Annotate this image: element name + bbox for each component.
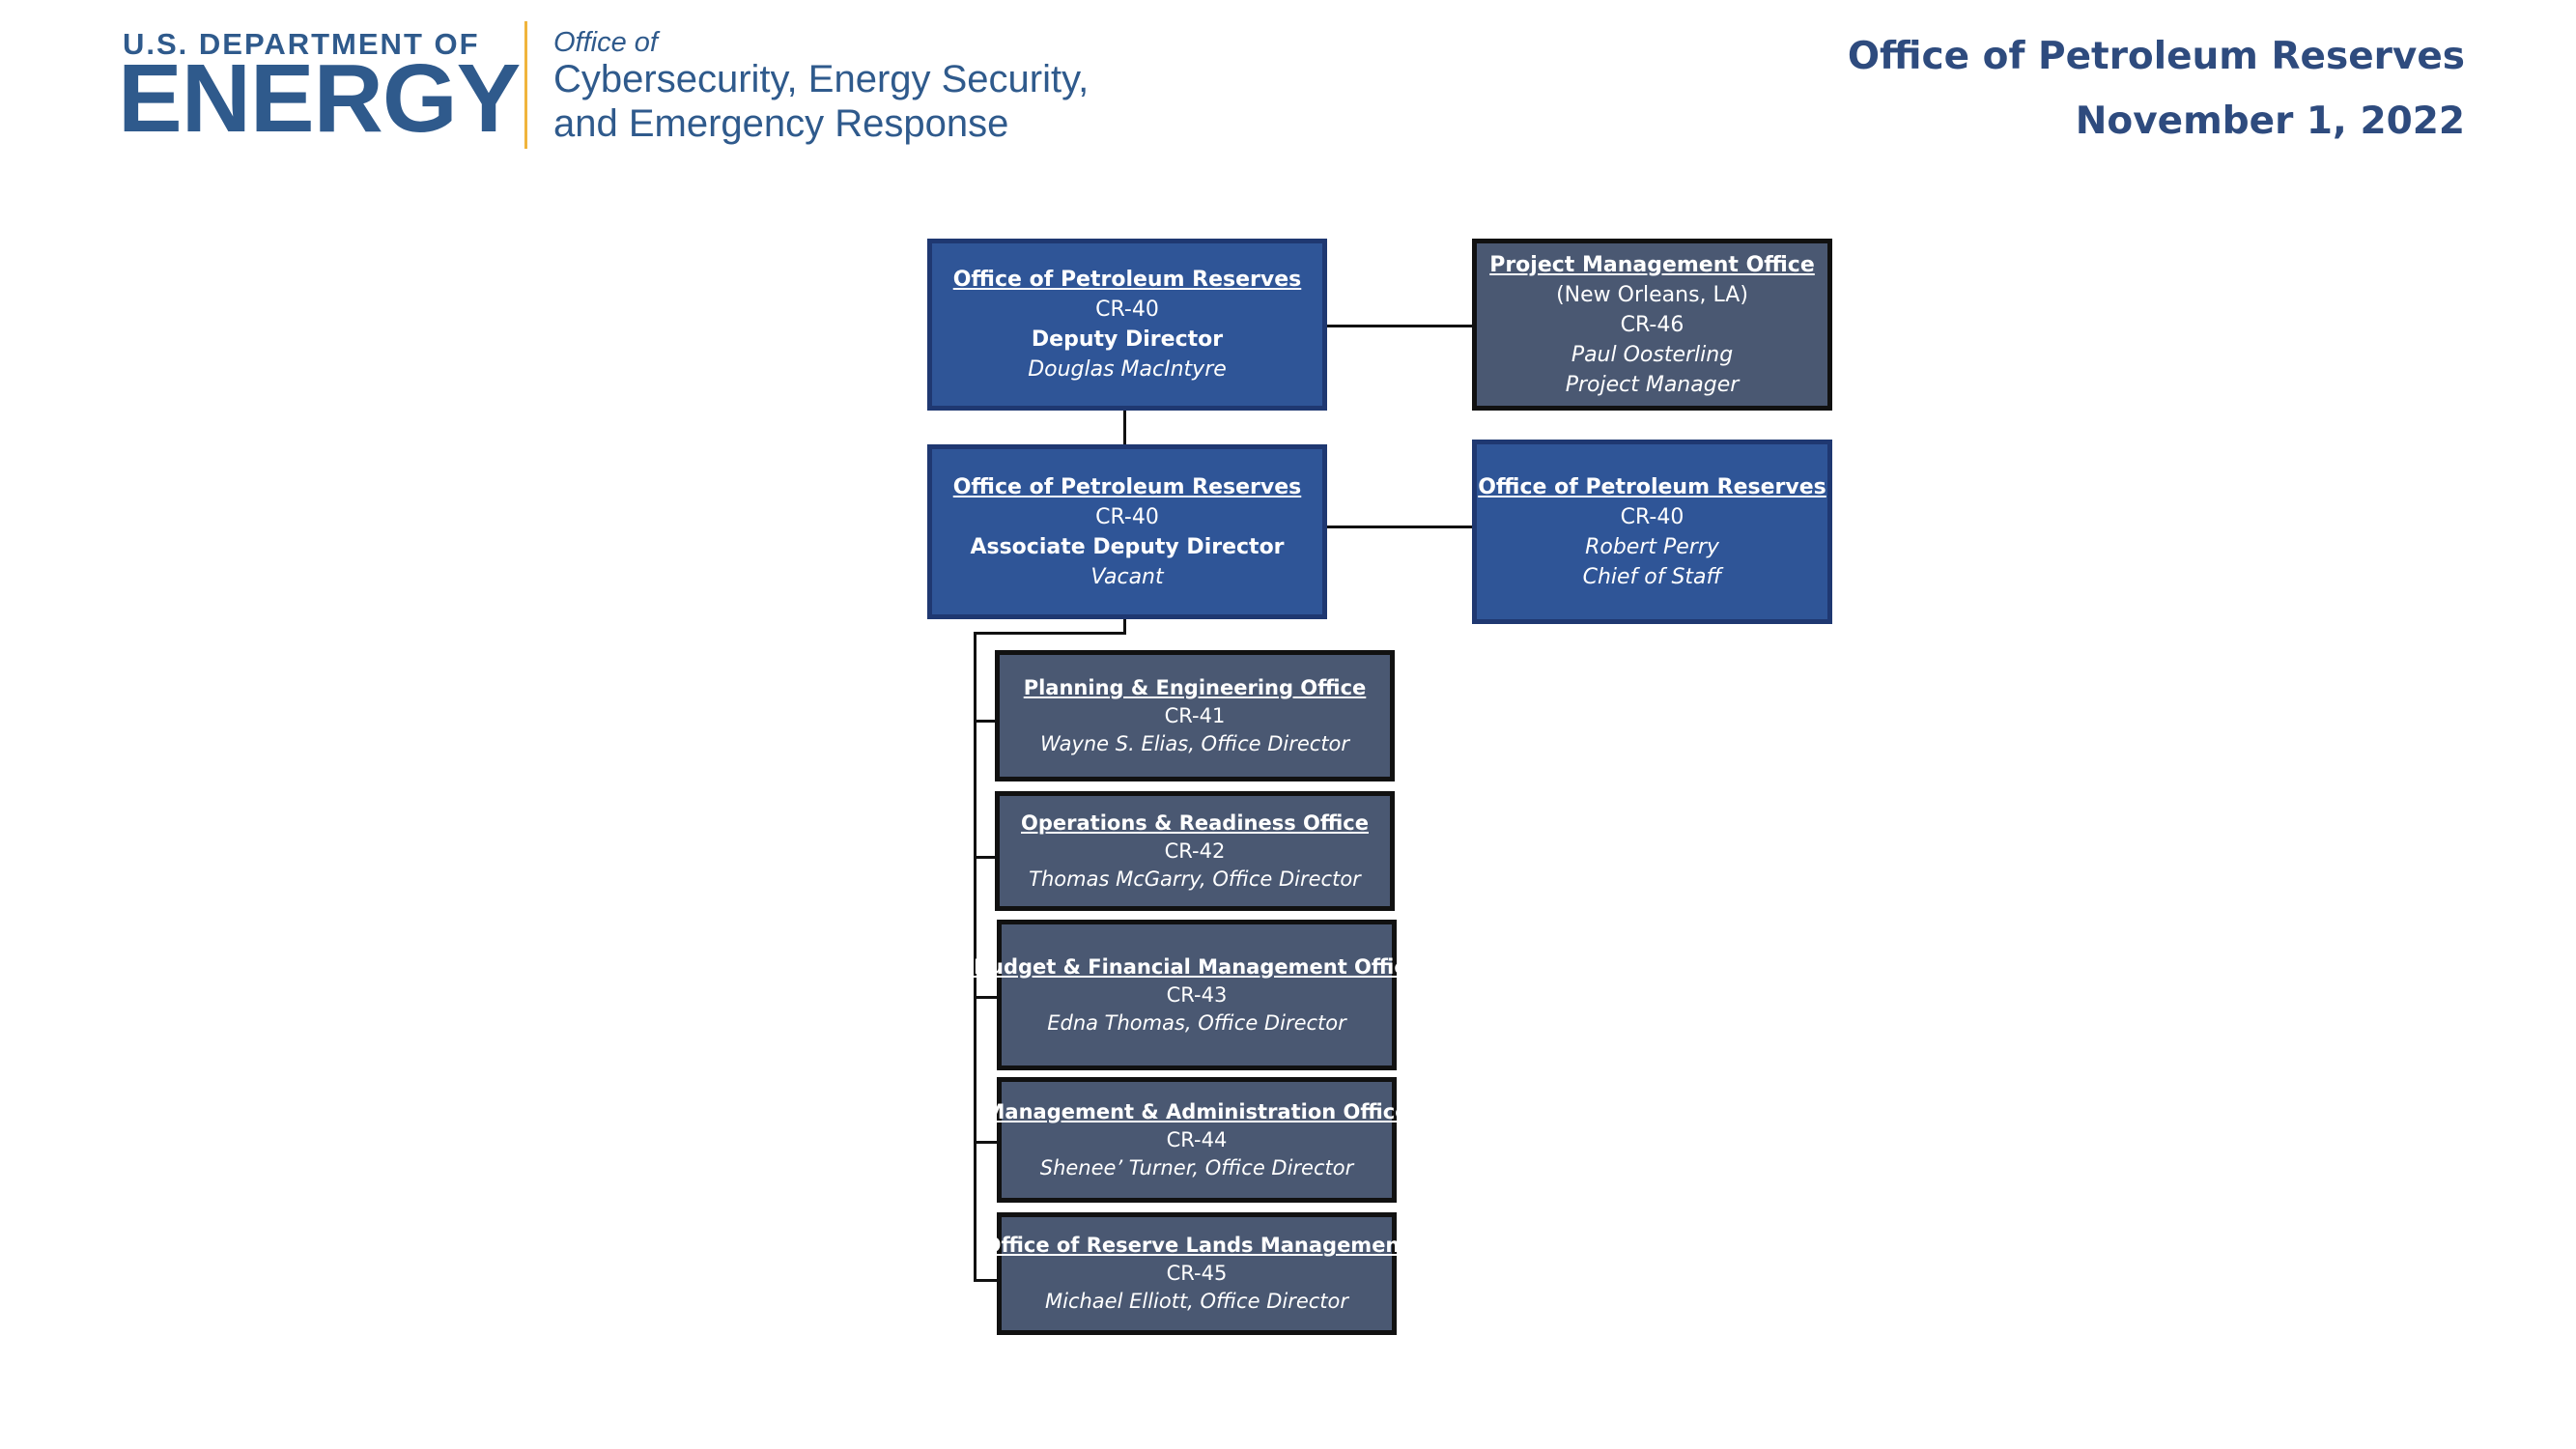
pmo-role: Project Manager: [1565, 372, 1740, 397]
org-box-project-management-office: Project Management Office (New Orleans, …: [1472, 239, 1832, 411]
associate-office-code: CR-40: [1095, 504, 1159, 529]
page-title: Office of Petroleum Reserves: [1847, 35, 2465, 78]
pmo-location: (New Orleans, LA): [1556, 282, 1748, 307]
office-name: Planning & Engineering Office: [1023, 675, 1367, 699]
org-box-office-cr-43: Budget & Financial Management Office CR-…: [974, 920, 1420, 1070]
org-box-office-cr-41: Planning & Engineering Office CR-41 Wayn…: [995, 650, 1395, 781]
connector-associate-to-chief-of-staff: [1327, 526, 1472, 528]
associate-role: Associate Deputy Director: [970, 534, 1285, 559]
chief-of-staff-person: Robert Perry: [1585, 534, 1719, 559]
pmo-person: Paul Oosterling: [1571, 342, 1734, 367]
pmo-name: Project Management Office: [1489, 252, 1815, 277]
pmo-code: CR-46: [1620, 312, 1684, 337]
connector-trunk-to-office-4: [974, 1141, 999, 1144]
office-code: CR-41: [1164, 703, 1226, 727]
office-director: Thomas McGarry, Office Director: [1029, 867, 1361, 891]
org-box-office-cr-45: Office of Reserve Lands Management CR-45…: [984, 1212, 1409, 1335]
office-director: Michael Elliott, Office Director: [1044, 1290, 1349, 1313]
logo-department-text: U.S. DEPARTMENT OF: [123, 27, 480, 61]
office-name: Operations & Readiness Office: [1021, 810, 1369, 835]
connector-deputy-to-pmo: [1327, 325, 1472, 327]
office-director: Wayne S. Elias, Office Director: [1039, 731, 1350, 755]
logo-office-line-1: Cybersecurity, Energy Security,: [553, 58, 1090, 100]
deputy-person: Douglas MacIntyre: [1028, 357, 1227, 382]
office-director: Edna Thomas, Office Director: [1047, 1010, 1346, 1035]
deputy-office-name: Office of Petroleum Reserves: [952, 268, 1302, 292]
connector-trunk-to-office-2: [974, 856, 999, 859]
connector-deputy-to-associate: [1123, 411, 1126, 444]
chief-of-staff-office-name: Office of Petroleum Reserves: [1478, 474, 1826, 499]
chief-of-staff-role: Chief of Staff: [1582, 564, 1722, 589]
office-name: Management & Administration Office: [984, 1099, 1409, 1123]
connector-trunk-to-office-5: [974, 1279, 999, 1282]
connector-associate-to-trunk: [974, 632, 1126, 635]
office-code: CR-43: [1166, 982, 1228, 1007]
connector-associate-down: [1123, 619, 1126, 635]
org-box-chief-of-staff: Office of Petroleum Reserves CR-40 Rober…: [1472, 440, 1832, 624]
logo-office-of: Office of: [553, 27, 658, 58]
org-box-deputy-director: Office of Petroleum Reserves CR-40 Deput…: [927, 239, 1327, 411]
org-box-office-cr-44: Management & Administration Office CR-44…: [985, 1077, 1409, 1203]
office-code: CR-45: [1166, 1262, 1228, 1285]
org-box-office-cr-42: Operations & Readiness Office CR-42 Thom…: [995, 791, 1395, 911]
office-code: CR-42: [1164, 838, 1226, 863]
connector-trunk-to-office-1: [974, 720, 999, 723]
org-box-associate-deputy-director: Office of Petroleum Reserves CR-40 Assoc…: [927, 444, 1327, 619]
associate-office-name: Office of Petroleum Reserves: [952, 474, 1302, 499]
connector-trunk-to-office-3: [974, 996, 999, 999]
chief-of-staff-code: CR-40: [1620, 504, 1684, 529]
logo-office-line-2: and Emergency Response: [553, 102, 1009, 145]
logo-divider: [524, 21, 527, 149]
deputy-role: Deputy Director: [1031, 327, 1224, 352]
page-date: November 1, 2022: [2075, 99, 2465, 143]
deputy-office-code: CR-40: [1095, 298, 1159, 322]
office-name: Office of Reserve Lands Management: [983, 1234, 1410, 1257]
logo-energy-wordmark: ENERGY: [118, 44, 521, 153]
office-name: Budget & Financial Management Office: [973, 954, 1421, 979]
connector-offices-trunk: [974, 632, 977, 1282]
associate-person: Vacant: [1090, 564, 1164, 589]
office-director: Shenee’ Turner, Office Director: [1039, 1155, 1354, 1179]
office-code: CR-44: [1166, 1127, 1228, 1151]
